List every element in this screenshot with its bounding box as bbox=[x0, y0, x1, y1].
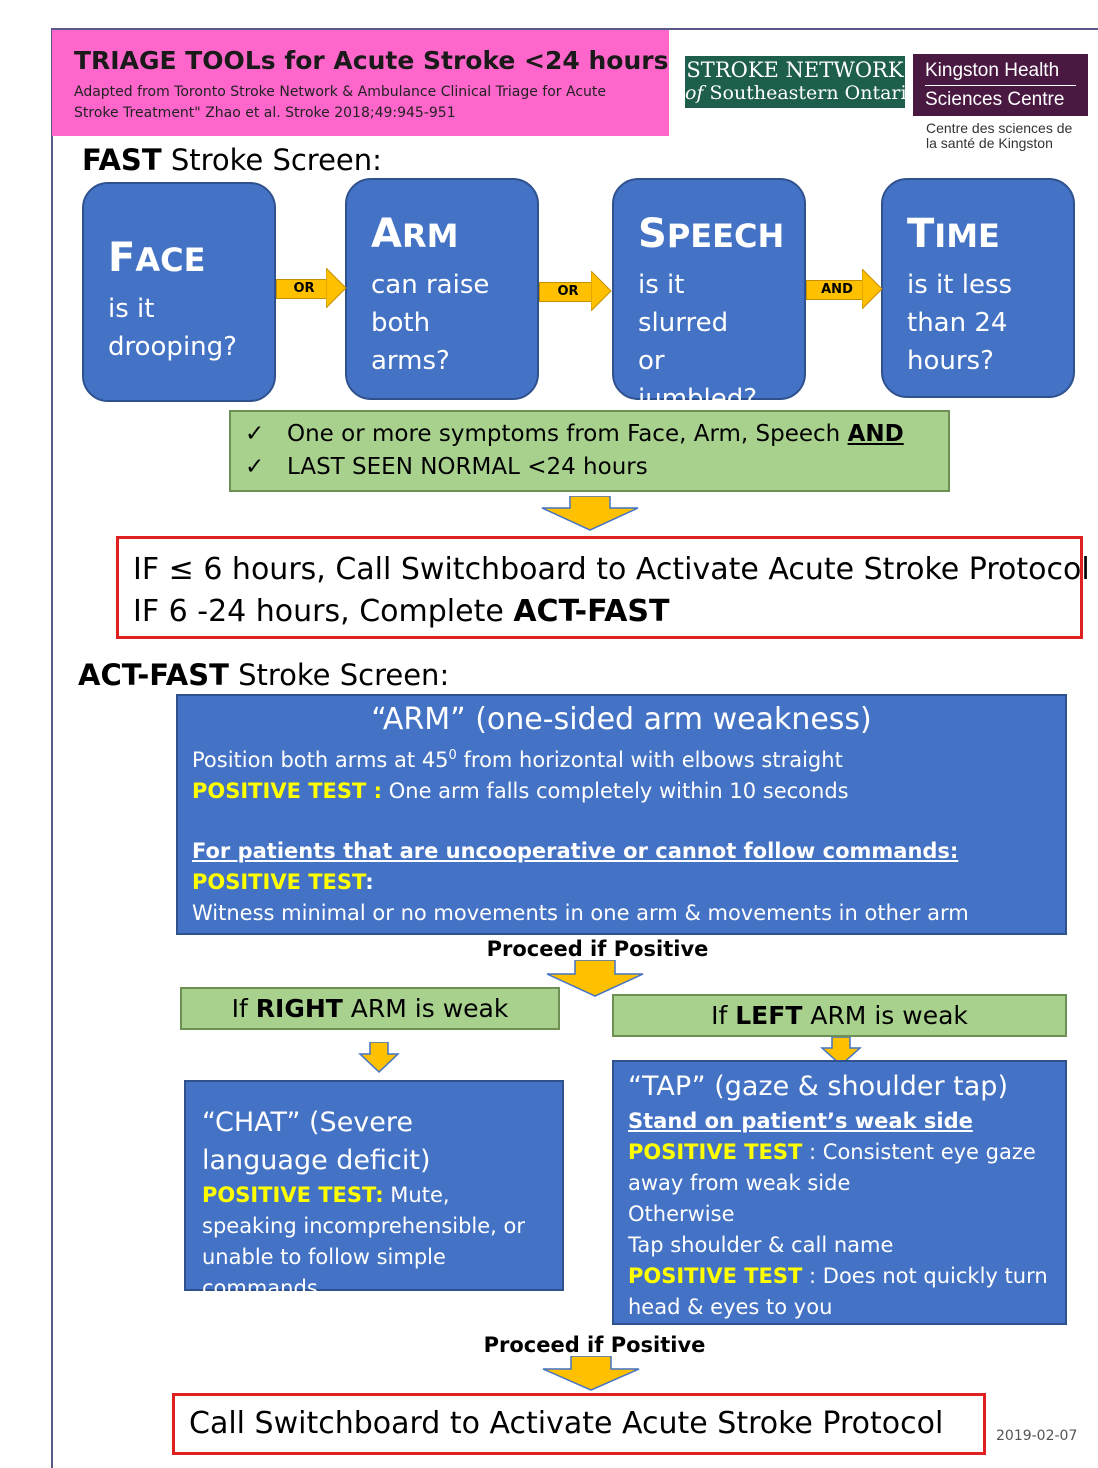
right-arm-weak-box: If RIGHT ARM is weak bbox=[180, 987, 560, 1030]
logo-sn-line1: STROKE NETWORK bbox=[686, 58, 904, 82]
down-arrow-icon bbox=[542, 1356, 640, 1391]
kingston-logo: Kingston Health Sciences Centre bbox=[913, 54, 1088, 116]
kingston-fr-line2: la santé de Kingston bbox=[926, 135, 1053, 151]
connector-and-label: AND bbox=[806, 280, 868, 300]
kingston-fr-line1: Centre des sciences de bbox=[926, 120, 1073, 136]
citation-line-1: Adapted from Toronto Stroke Network & Am… bbox=[74, 84, 606, 100]
connector-or-2-label: OR bbox=[539, 282, 597, 302]
speech-title: SPEECH bbox=[638, 211, 785, 257]
connector-and: AND bbox=[806, 269, 883, 309]
actfast-heading: ACT-FAST Stroke Screen: bbox=[78, 657, 449, 693]
uncooperative-text: Witness minimal or no movements in one a… bbox=[192, 901, 969, 925]
connector-or-1: OR bbox=[276, 268, 347, 308]
actfast-heading-bold: ACT-FAST bbox=[78, 658, 229, 692]
tap-shoulder-instruction: Tap shoulder & call name bbox=[628, 1233, 894, 1257]
logo-k-line2: Sciences Centre bbox=[925, 89, 1065, 110]
tap-test-title: “TAP” (gaze & shoulder tap) bbox=[628, 1071, 1008, 1102]
chat-test-title: “CHAT” (Severe language deficit) bbox=[202, 1107, 431, 1176]
stroke-network-logo: STROKE NETWORK of Southeastern Ontario bbox=[685, 56, 918, 108]
tap-positive-2: POSITIVE TEST : Does not quickly turn he… bbox=[628, 1264, 1048, 1319]
proceed-label-2: Proceed if Positive bbox=[483, 1333, 706, 1357]
arm-test-box: “ARM” (one-sided arm weakness) Position … bbox=[176, 694, 1067, 935]
chat-positive-text: POSITIVE TEST: Mute, speaking incomprehe… bbox=[202, 1183, 526, 1300]
tap-test-box: “TAP” (gaze & shoulder tap) Stand on pat… bbox=[612, 1060, 1067, 1325]
tap-otherwise: Otherwise bbox=[628, 1202, 735, 1226]
down-arrow-icon bbox=[546, 960, 644, 997]
logo-sn-line2: of Southeastern Ontario bbox=[685, 82, 918, 104]
actfast-heading-rest: Stroke Screen: bbox=[228, 658, 450, 692]
connector-or-1-label: OR bbox=[276, 279, 332, 299]
fast-heading-bold: FAST bbox=[82, 143, 162, 177]
connector-arrowhead-icon bbox=[591, 271, 612, 311]
citation-line-2: Stroke Treatment" Zhao et al. Stroke 201… bbox=[74, 105, 456, 121]
connector-arrowhead-icon bbox=[862, 269, 883, 309]
face-title: FACE bbox=[108, 235, 206, 281]
check-icon: ✓ bbox=[245, 421, 265, 447]
chat-test-box: “CHAT” (Severe language deficit) POSITIV… bbox=[184, 1080, 564, 1300]
final-action-box: Call Switchboard to Activate Acute Strok… bbox=[172, 1393, 986, 1455]
logo-k-rule bbox=[925, 85, 1076, 86]
check-icon: ✓ bbox=[245, 454, 265, 480]
kingston-french-name: Centre des sciences de la santé de Kings… bbox=[926, 121, 1096, 151]
down-arrow-icon bbox=[358, 1042, 400, 1074]
down-arrow-icon bbox=[820, 1037, 862, 1067]
proceed-label-1: Proceed if Positive bbox=[486, 937, 709, 961]
logo-sn-of: of bbox=[685, 82, 704, 104]
uncooperative-positive-label: POSITIVE TEST: bbox=[192, 870, 374, 894]
criteria-line-2: ✓LAST SEEN NORMAL <24 hours bbox=[245, 451, 934, 484]
action-line-2: IF 6 -24 hours, Complete ACT-FAST bbox=[133, 594, 670, 629]
left-arm-weak-box: If LEFT ARM is weak bbox=[612, 994, 1067, 1037]
document-date: 2019-02-07 bbox=[996, 1428, 1078, 1444]
tap-stand-instruction: Stand on patient’s weak side bbox=[628, 1109, 973, 1133]
criteria-line-1: ✓One or more symptoms from Face, Arm, Sp… bbox=[245, 418, 934, 451]
fast-heading-rest: Stroke Screen: bbox=[161, 143, 382, 177]
header-banner: TRIAGE TOOLs for Acute Stroke <24 hours … bbox=[52, 30, 669, 136]
uncooperative-heading: For patients that are uncooperative or c… bbox=[192, 839, 959, 863]
logo-k-line1: Kingston Health bbox=[925, 60, 1060, 81]
fast-criteria-box: ✓One or more symptoms from Face, Arm, Sp… bbox=[229, 410, 950, 492]
arm-instruction: Position both arms at 450 from horizonta… bbox=[192, 748, 843, 772]
arm-test-title: “ARM” (one-sided arm weakness) bbox=[371, 702, 872, 737]
arm-positive-line: POSITIVE TEST : One arm falls completely… bbox=[192, 779, 849, 803]
down-arrow-icon bbox=[541, 496, 639, 531]
header-citation: Adapted from Toronto Stroke Network & Am… bbox=[74, 82, 647, 124]
arm-title: ARM bbox=[371, 211, 459, 257]
connector-or-2: OR bbox=[539, 271, 613, 311]
time-title: TIME bbox=[907, 211, 1000, 257]
page-frame bbox=[51, 28, 1098, 1468]
action-line-1: IF ≤ 6 hours, Call Switchboard to Activa… bbox=[133, 552, 1090, 587]
fast-action-box: IF ≤ 6 hours, Call Switchboard to Activa… bbox=[116, 536, 1090, 639]
fast-heading: FAST Stroke Screen: bbox=[82, 142, 382, 178]
tap-positive-1: POSITIVE TEST : Consistent eye gaze away… bbox=[628, 1140, 1036, 1195]
logo-sn-region: Southeastern Ontario bbox=[709, 82, 919, 104]
connector-arrowhead-icon bbox=[326, 268, 347, 308]
page-title: TRIAGE TOOLs for Acute Stroke <24 hours bbox=[74, 46, 669, 75]
